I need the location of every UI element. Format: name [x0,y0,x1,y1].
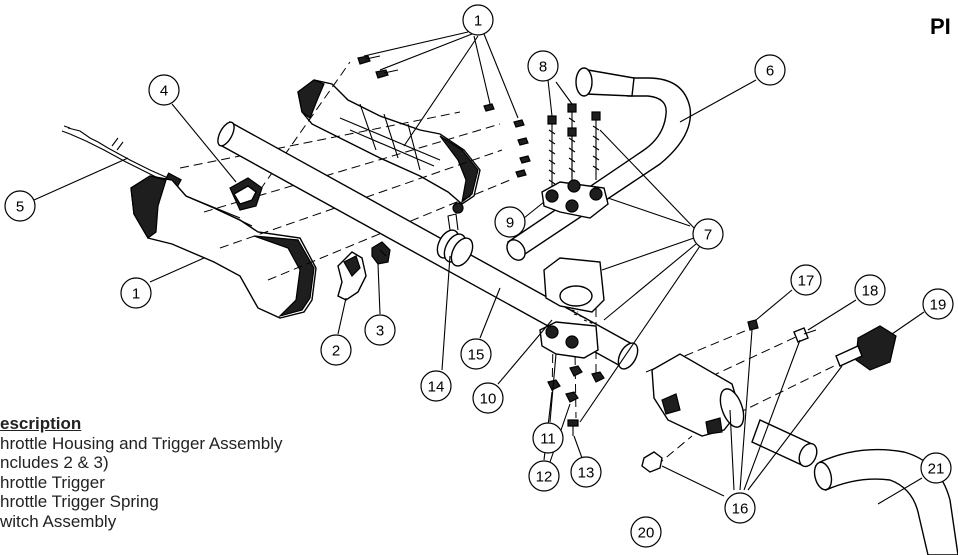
handle-bar [506,67,692,261]
svg-text:4: 4 [160,83,168,100]
legend-line-5: witch Assembly [0,511,117,531]
corner-title: PI [930,14,951,39]
callout-8: 8 [527,50,559,82]
callout-7: 7 [692,218,724,250]
callout-5: 5 [4,190,36,222]
svg-text:15: 15 [468,347,485,364]
legend-header: escription [0,414,82,433]
callout-2: 2 [320,334,352,366]
upper-clamp [541,179,609,219]
callout-10: 10 [472,382,504,414]
housing-screws [357,55,531,178]
callout-1-top: 1 [462,4,494,36]
svg-text:1: 1 [132,286,140,303]
nuts [547,365,605,403]
svg-text:12: 12 [536,469,553,486]
bottom-screw [567,419,579,436]
svg-text:19: 19 [930,297,947,314]
callout-20: 20 [630,516,662,548]
callout-1-bottom: 1 [120,277,152,309]
screw-18 [793,327,817,343]
knob-19 [835,325,897,371]
svg-text:11: 11 [540,431,556,448]
callout-11: 11 [532,422,564,454]
svg-text:3: 3 [376,323,384,340]
callout-16: 16 [724,492,756,524]
svg-text:16: 16 [732,501,749,518]
svg-text:2: 2 [332,343,340,360]
callout-13: 13 [570,456,602,488]
parts-legend: escription hrottle Housing and Trigger A… [0,414,380,531]
mount-bracket [651,353,745,437]
bar-stub [751,419,818,468]
throttle-trigger [337,251,367,301]
small-screw-17 [747,319,759,331]
switch-assembly [229,177,263,211]
leader-lines [33,31,925,505]
callout-14: 14 [420,370,452,402]
svg-text:17: 17 [798,273,815,290]
svg-text:14: 14 [428,379,445,396]
callout-17: 17 [790,264,822,296]
svg-text:8: 8 [539,59,547,76]
callout-3: 3 [364,314,396,346]
svg-text:20: 20 [638,525,655,542]
svg-text:13: 13 [578,465,595,482]
callout-19: 19 [922,288,954,320]
callout-6: 6 [754,54,786,86]
legend-line-3: hrottle Trigger [0,472,105,492]
svg-text:5: 5 [16,199,24,216]
legend-line-4: hrottle Trigger Spring [0,492,159,511]
svg-text:18: 18 [862,283,879,300]
svg-text:6: 6 [766,63,774,80]
callout-9: 9 [494,206,526,238]
nut-20 [641,451,663,473]
callout-12: 12 [528,460,560,492]
callout-4: 4 [148,74,180,106]
svg-text:7: 7 [704,227,712,244]
lower-clamp [539,321,599,359]
callout-21: 21 [920,452,952,484]
long-screws [547,103,601,190]
legend-line-1: hrottle Housing and Trigger Assembly [0,433,283,453]
return-spring [436,213,474,267]
legend-line-2: ncludes 2 & 3) [0,453,109,472]
svg-text:1: 1 [474,13,482,30]
callout-18: 18 [854,274,886,306]
svg-text:9: 9 [506,215,514,232]
callout-15: 15 [460,338,492,370]
trigger-spring [371,241,391,265]
svg-text:21: 21 [928,461,945,478]
middle-clamp-block [543,257,605,313]
svg-text:10: 10 [480,391,497,408]
